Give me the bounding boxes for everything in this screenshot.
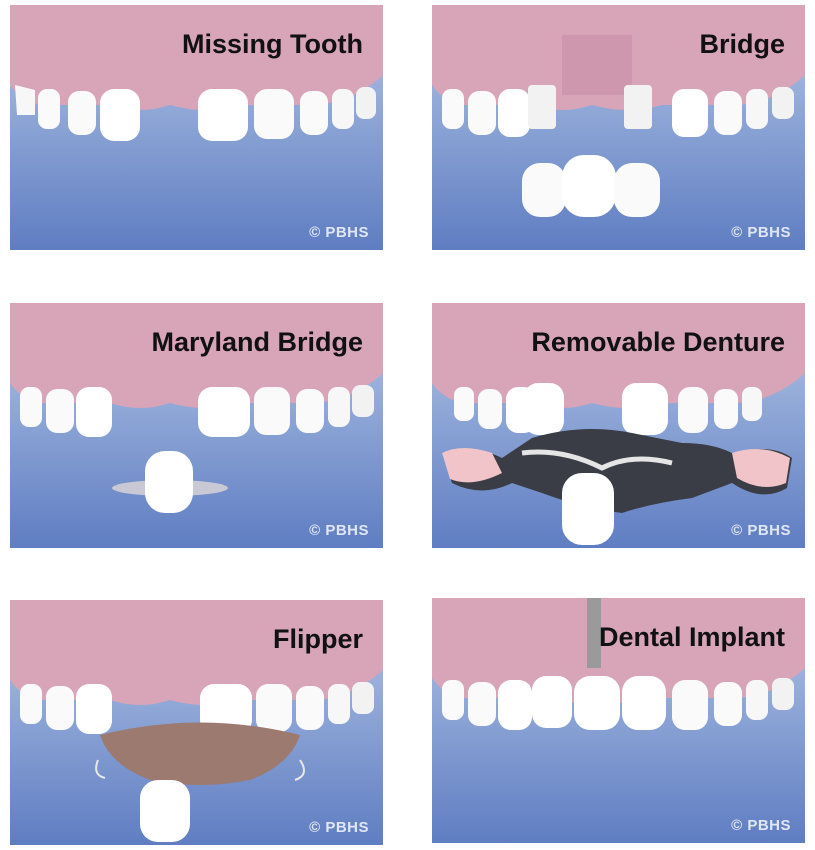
panel-title: Dental Implant — [598, 622, 785, 652]
copyright-label: © PBHS — [309, 522, 369, 539]
removable-denture-illustration — [432, 303, 805, 545]
panel-bridge: Bridge © PBHS — [432, 5, 805, 250]
bridge-illustration — [432, 5, 805, 217]
flipper-illustration — [10, 600, 383, 842]
panel-missing-tooth: Missing Tooth © PBHS — [10, 5, 383, 250]
panel-flipper: Flipper © PBHS — [10, 600, 383, 845]
panel-maryland-bridge: Maryland Bridge © PBHS — [10, 303, 383, 548]
dental-implant-illustration — [432, 598, 805, 730]
copyright-label: © PBHS — [309, 819, 369, 836]
panel-title: Flipper — [272, 624, 363, 654]
panel-removable-denture: Removable Denture © PBHS — [432, 303, 805, 548]
copyright-label: © PBHS — [731, 522, 791, 539]
missing-tooth-illustration — [10, 5, 383, 141]
copyright-label: © PBHS — [731, 817, 791, 834]
panel-title: Missing Tooth — [182, 29, 363, 59]
panel-title: Maryland Bridge — [151, 327, 363, 357]
maryland-bridge-illustration — [10, 303, 383, 513]
panel-title: Bridge — [699, 29, 785, 59]
copyright-label: © PBHS — [731, 224, 791, 241]
copyright-label: © PBHS — [309, 224, 369, 241]
panel-title: Removable Denture — [531, 327, 785, 357]
panel-dental-implant: Dental Implant © PBHS — [432, 598, 805, 843]
